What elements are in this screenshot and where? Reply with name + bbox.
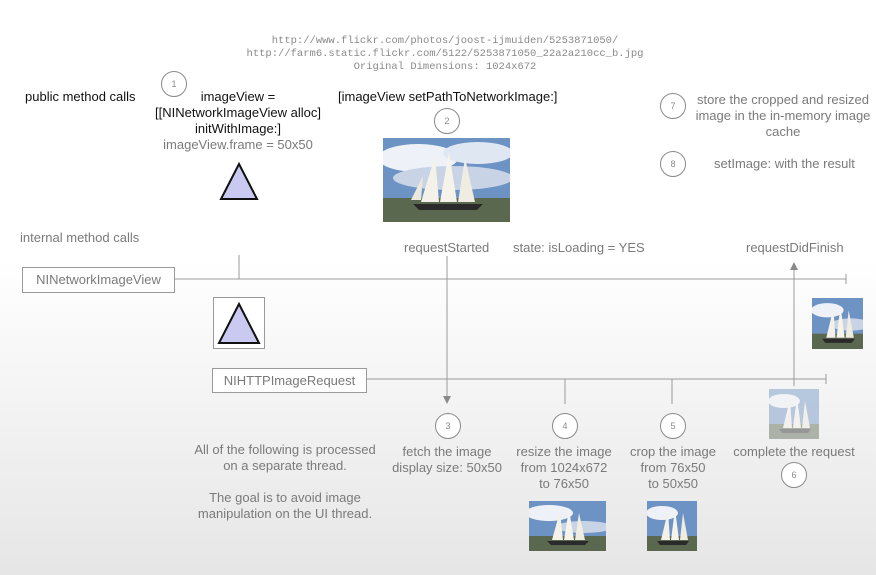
fetch-line: display size: 50x50	[392, 460, 502, 475]
crop-step-text: crop the image from 76x50 to 50x50	[623, 444, 723, 492]
ship-photo-large	[383, 138, 510, 222]
ship-photo-resized	[529, 501, 606, 551]
request-started-label: requestStarted	[404, 240, 490, 255]
init-call: imageView = [[NINetworkImageView alloc] …	[143, 89, 333, 137]
crop-line: crop the image	[630, 444, 716, 459]
resize-step-text: resize the image from 1024x672 to 76x50	[505, 444, 623, 492]
store-line: store the cropped and resized	[697, 92, 869, 107]
public-method-calls-label: public method calls	[25, 89, 136, 104]
source-dimensions: Original Dimensions: 1024x672	[353, 61, 537, 73]
step-2-circle: 2	[434, 108, 460, 134]
thread-line: on a separate thread.	[223, 458, 347, 473]
goal-note: The goal is to avoid image manipulation …	[180, 490, 390, 522]
ship-photo-cropped	[647, 501, 697, 551]
set-image-note: setImage: with the result	[714, 156, 855, 171]
source-attribution: http://www.flickr.com/photos/joost-ijmui…	[200, 35, 690, 74]
loading-state-label: state: isLoading = YES	[513, 240, 645, 255]
goal-line: manipulation on the UI thread.	[197, 506, 373, 521]
step-7-circle: 7	[660, 93, 686, 119]
source-url-line: http://www.flickr.com/photos/joost-ijmui…	[271, 35, 619, 47]
resize-line: from 1024x672	[520, 460, 608, 475]
step-4-circle: 4	[552, 413, 578, 439]
step-1-circle: 1	[161, 71, 187, 97]
thread-line: All of the following is processed	[194, 442, 376, 457]
store-cache-note: store the cropped and resized image in t…	[688, 92, 876, 140]
resize-line: resize the image	[516, 444, 612, 459]
crop-line: from 76x50	[640, 460, 706, 475]
placeholder-triangle-icon	[217, 301, 261, 344]
store-line: cache	[765, 124, 801, 139]
thread-note: All of the following is processed on a s…	[180, 442, 390, 474]
placeholder-triangle-icon	[219, 162, 259, 200]
placeholder-frame	[213, 297, 265, 349]
fetch-step-text: fetch the image display size: 50x50	[382, 444, 512, 476]
store-line: image in the in-memory image	[695, 108, 871, 123]
ship-photo-result	[812, 298, 863, 349]
network-image-view-box: NINetworkImageView	[22, 267, 175, 293]
step-5-circle: 5	[660, 413, 686, 439]
init-line: [[NINetworkImageView alloc]	[155, 105, 321, 120]
fetch-line: fetch the image	[402, 444, 492, 459]
http-image-request-box: NIHTTPImageRequest	[212, 368, 367, 393]
frame-size-label: imageView.frame = 50x50	[163, 137, 313, 152]
step-6-circle: 6	[781, 462, 807, 488]
step-3-circle: 3	[435, 413, 461, 439]
init-line: initWithImage:]	[195, 121, 281, 136]
request-finish-label: requestDidFinish	[746, 240, 844, 255]
internal-method-calls-label: internal method calls	[20, 230, 140, 245]
init-line: imageView =	[200, 89, 276, 104]
complete-step-text: complete the request	[733, 444, 855, 459]
source-url-line: http://farm6.static.flickr.com/5122/5253…	[246, 48, 644, 60]
resize-line: to 76x50	[539, 476, 589, 491]
ship-photo-faded	[769, 389, 819, 439]
goal-line: The goal is to avoid image	[209, 490, 361, 505]
crop-line: to 50x50	[648, 476, 698, 491]
step-8-circle: 8	[660, 151, 686, 177]
set-path-call: [imageView setPathToNetworkImage:]	[338, 89, 558, 104]
